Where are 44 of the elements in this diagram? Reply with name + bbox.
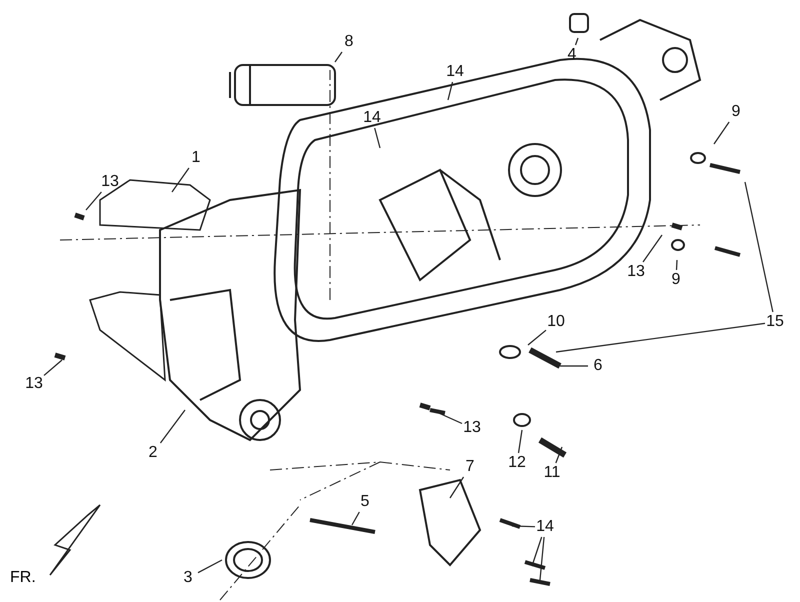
leader-line [44, 360, 62, 376]
callout-number: 8 [337, 33, 361, 51]
leader-line [676, 260, 678, 270]
callout-number: 13 [460, 419, 484, 437]
callout-number: 9 [724, 103, 748, 121]
leader-line [539, 536, 545, 580]
callout-number: 2 [141, 444, 165, 462]
leader-line [172, 168, 190, 192]
callout-number: 11 [540, 464, 564, 482]
callout-number: 3 [176, 569, 200, 587]
front-direction-label: FR. [10, 569, 36, 587]
callout-number: 9 [664, 271, 688, 289]
callout-number: 14 [360, 109, 384, 127]
leader-line [447, 82, 454, 100]
callout-number: 10 [544, 313, 568, 331]
leader-line [86, 192, 102, 210]
callout-number: 14 [443, 63, 467, 81]
callout-number: 13 [98, 173, 122, 191]
leader-line [528, 330, 546, 346]
leader-line [351, 512, 360, 526]
leader-line [374, 128, 381, 148]
leader-line [450, 476, 464, 498]
callout-number: 13 [624, 263, 648, 281]
leader-line [574, 38, 579, 46]
callout-number: 7 [458, 458, 482, 476]
leader-line [642, 234, 662, 262]
leader-line [334, 52, 342, 62]
callout-number: 13 [22, 375, 46, 393]
leader-line [556, 322, 766, 353]
leader-line [555, 446, 563, 464]
leader-line [714, 122, 730, 144]
leader-line [560, 365, 588, 367]
callout-number: 6 [586, 357, 610, 375]
leader-line [531, 536, 542, 566]
callout-number: 15 [763, 313, 787, 331]
leader-line [518, 430, 523, 454]
leader-line [512, 525, 536, 528]
callout-number: 5 [353, 493, 377, 511]
leader-line [198, 559, 222, 574]
leader-line [160, 410, 186, 444]
leader-line [744, 182, 774, 312]
callout-number: 12 [505, 454, 529, 472]
callout-number: 1 [184, 149, 208, 167]
callout-number: 14 [533, 518, 557, 536]
